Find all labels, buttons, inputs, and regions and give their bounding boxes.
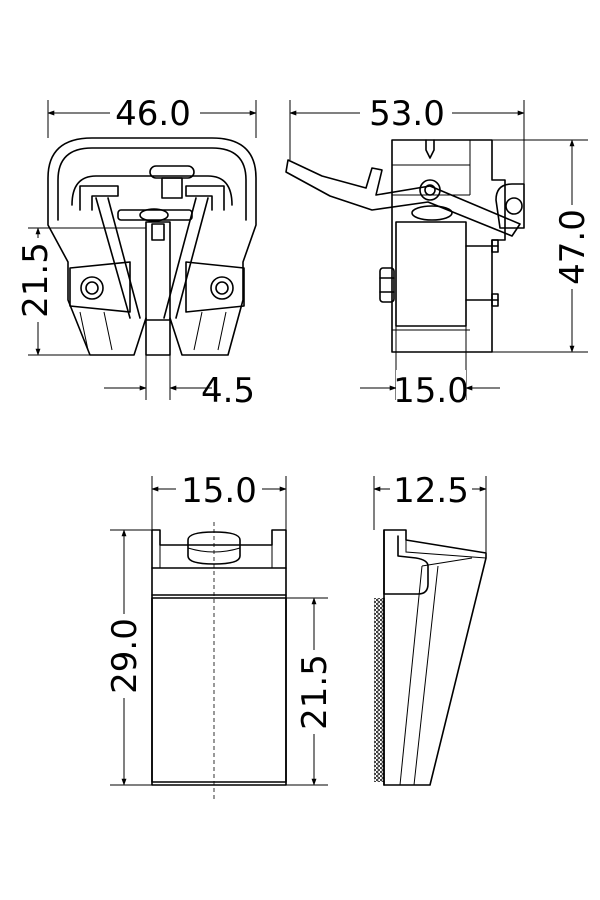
pad-front-width-dimension: 15.0 [181,471,257,511]
front-width-dimension: 46.0 [115,94,191,134]
front-height-dimension: 21.5 [16,242,56,318]
side-pad-dimension: 15.0 [393,371,469,411]
front-gap-dimension: 4.5 [201,371,255,411]
front-view: 46.0 21.5 4.5 [16,93,257,411]
pad-knurl-dimension: 21.5 [295,654,335,730]
pad-front-height-dimension: 29.0 [105,618,145,694]
pad-side-width-dimension: 12.5 [393,471,469,511]
side-height-dimension: 47.0 [553,209,593,285]
side-view: 53.0 47.0 15.0 [285,93,593,411]
pad-side-view: 12.5 [373,470,487,786]
pad-front-view: 15.0 29.0 21.5 [105,470,335,802]
side-width-dimension: 53.0 [369,94,445,134]
